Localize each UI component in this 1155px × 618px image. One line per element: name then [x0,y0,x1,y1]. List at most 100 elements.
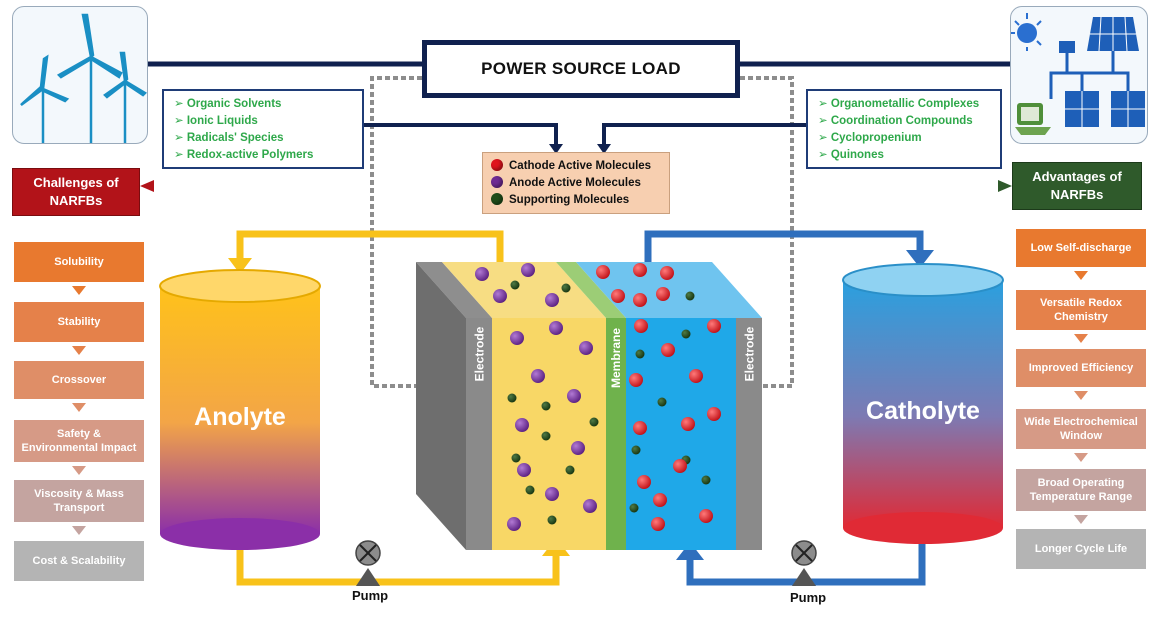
supporting-molecule [589,417,599,427]
down-arrow-icon [1074,515,1088,524]
cathode-molecule [681,417,695,431]
anode-molecule [531,369,545,383]
arrow-left-list [364,123,558,146]
advantage-step-4: Wide Electrochemical Window [1016,409,1146,449]
legend-anode: Anode Active Molecules [491,175,661,192]
supporting-molecule [629,503,639,513]
compound-item: Coordination Compounds [818,113,990,130]
solvent-item: Radicals' Species [174,130,352,147]
down-arrow-icon [1074,334,1088,343]
membrane-label-wrap: Membrane [566,328,666,388]
legend-cathode-label: Cathode Active Molecules [509,160,652,172]
red-dot-icon [491,159,503,171]
anode-molecule [493,289,507,303]
wire-right [740,76,794,388]
supporting-molecule [701,475,711,485]
legend-anode-label: Anode Active Molecules [509,177,641,189]
electrode-right-label-wrap: Electrode [709,327,789,382]
pump-right-label: Pump [790,590,827,605]
supporting-molecule [681,329,691,339]
pump-right-icon[interactable] [791,540,817,586]
supporting-molecule [635,349,645,359]
purple-dot-icon [491,176,503,188]
supporting-molecule [547,515,557,525]
cathode-molecule [689,369,703,383]
electrode-left-label: Electrode [472,326,486,382]
wind-turbine-icon [12,6,148,144]
power-source-load-title: POWER SOURCE LOAD [422,40,740,98]
supporting-molecule [510,280,520,290]
anolyte-tank [159,269,321,550]
cathode-molecule [653,493,667,507]
compound-item: Quinones [818,147,990,164]
cathode-molecule [707,319,721,333]
cathode-molecule [673,459,687,473]
solvent-list: Organic Solvents Ionic Liquids Radicals'… [162,89,364,169]
pump-left-icon[interactable] [355,540,381,586]
green-dot-icon [491,193,503,205]
legend-cathode: Cathode Active Molecules [491,158,661,175]
cathode-molecule [634,319,648,333]
cathode-molecule [699,509,713,523]
down-arrow-icon [72,466,86,475]
supporting-molecule [541,401,551,411]
supporting-molecule [541,431,551,441]
anolyte-flow-bottom [236,548,560,586]
down-arrow-icon [1074,271,1088,280]
supporting-molecule [565,465,575,475]
supporting-molecule [685,291,695,301]
anode-molecule [549,321,563,335]
down-arrow-icon [72,346,86,355]
supporting-molecule [511,453,521,463]
membrane-label: Membrane [609,327,623,389]
arrow-right-list [602,123,806,146]
advantage-step-6: Longer Cycle Life [1016,529,1146,569]
advantages-header: Advantages of NARFBs [1012,162,1142,210]
cathode-molecule [633,421,647,435]
compound-item: Cyclopropenium [818,130,990,147]
challenges-header: Challenges of NARFBs [12,168,140,216]
anode-molecule [507,517,521,531]
challenge-step-4: Safety & Environmental Impact [14,420,144,462]
down-arrow-icon [1074,453,1088,462]
anode-molecule [583,499,597,513]
down-arrow-icon [72,526,86,535]
cathode-molecule [637,475,651,489]
down-arrow-icon [72,403,86,412]
legend-supporting: Supporting Molecules [491,192,661,209]
cathode-molecule [661,343,675,357]
legend-supporting-label: Supporting Molecules [509,194,630,206]
supporting-molecule [561,283,571,293]
advantage-step-2: Versatile Redox Chemistry [1016,290,1146,330]
molecule-legend: Cathode Active Molecules Anode Active Mo… [482,152,670,214]
challenge-step-6: Cost & Scalability [14,541,144,581]
compound-list: Organometallic Complexes Coordination Co… [806,89,1002,169]
advantage-step-3: Improved Efficiency [1016,349,1146,387]
cathode-molecule [629,373,643,387]
challenge-step-5: Viscosity & Mass Transport [14,480,144,522]
anode-molecule [579,341,593,355]
challenge-step-1: Solubility [14,242,144,282]
anode-molecule [545,293,559,307]
supporting-molecule [525,485,535,495]
electrode-left-label-wrap: Electrode [439,327,519,382]
cathode-molecule [651,517,665,531]
anode-molecule [510,331,524,345]
electrode-right-label: Electrode [742,326,756,382]
solvent-item: Redox-active Polymers [174,147,352,164]
cathode-molecule [596,265,610,279]
cathode-molecule [660,266,674,280]
anode-molecule [521,263,535,277]
anolyte-flow-top [236,230,504,268]
catholyte-label: Catholyte [866,397,980,425]
challenge-step-3: Crossover [14,361,144,399]
anode-molecule [475,267,489,281]
advantage-step-5: Broad Operating Temperature Range [1016,469,1146,511]
cathode-molecule [633,263,647,277]
pump-left-label: Pump [352,588,389,603]
anode-molecule [517,463,531,477]
compound-item: Organometallic Complexes [818,96,990,113]
supporting-molecule [657,397,667,407]
